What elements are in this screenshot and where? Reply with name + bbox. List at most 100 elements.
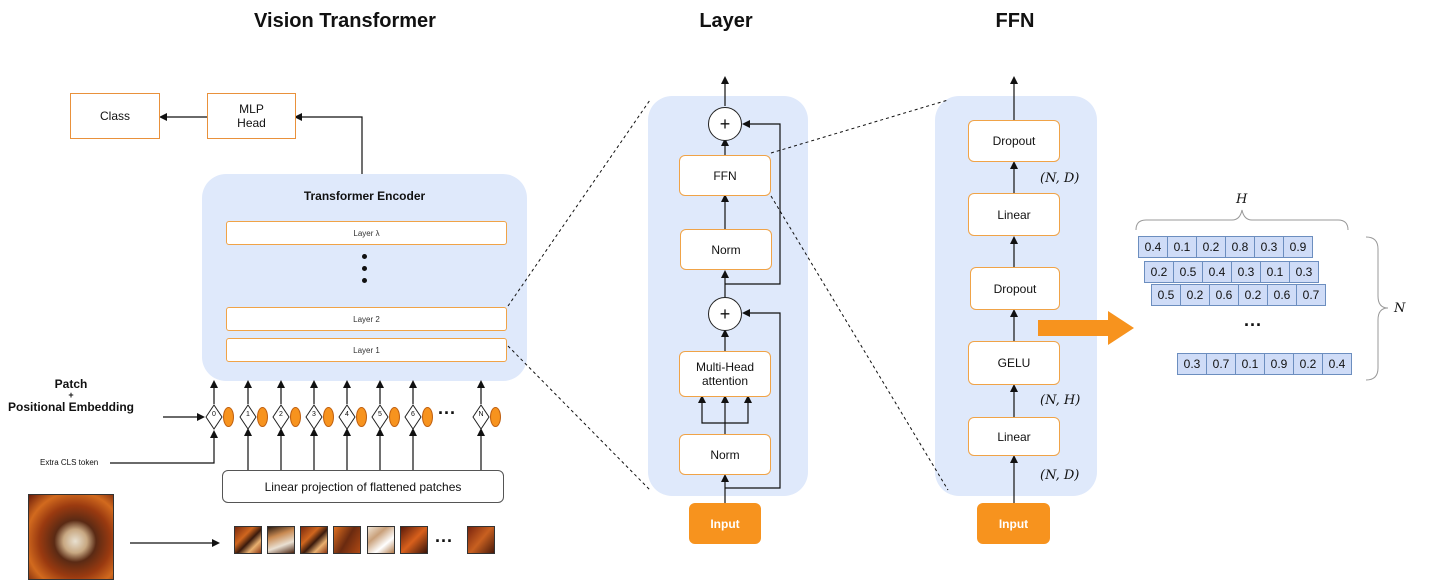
token-index: 6: [411, 411, 415, 418]
layer-ffn-box: FFN: [679, 155, 771, 196]
patch-image: [300, 526, 328, 554]
token-diamond: 1: [239, 404, 257, 430]
position-embedding: [257, 407, 268, 427]
matrix-cell: 0.4: [1202, 261, 1232, 283]
multi-head-attention-box: Multi-Head attention: [679, 351, 771, 397]
matrix-cell: 0.7: [1296, 284, 1326, 306]
position-embedding: [389, 407, 400, 427]
patch-label-line1: Patch: [54, 377, 88, 391]
ffn-dropout-top-box: Dropout: [968, 120, 1060, 162]
patch-label-line2: +: [68, 390, 74, 400]
patch-label: Patch + Positional Embedding: [0, 377, 142, 414]
patch-ellipsis: ...: [435, 526, 454, 546]
matrix-cell: 0.2: [1180, 284, 1210, 306]
matrix-cell: 0.2: [1238, 284, 1268, 306]
token-diamond: 3: [305, 404, 323, 430]
cls-token-label: Extra CLS token: [40, 458, 99, 467]
patch-image: [234, 526, 262, 554]
matrix-cell: 0.1: [1167, 236, 1197, 258]
layer-input-button: Input: [689, 503, 761, 544]
layer-norm-top-box: Norm: [680, 229, 772, 270]
patch-label-line3: Positional Embedding: [7, 400, 134, 414]
patch-image: [400, 526, 428, 554]
matrix-cell: 0.9: [1283, 236, 1313, 258]
matrix-cell: 0.3: [1177, 353, 1207, 375]
mlp-head-line2: Head: [237, 116, 266, 130]
mlp-head-line1: MLP: [239, 102, 264, 116]
matrix-n-label: N: [1394, 301, 1406, 316]
dog-image: [28, 494, 114, 580]
position-embedding: [356, 407, 367, 427]
matrix-cell: 0.5: [1173, 261, 1203, 283]
shape-nh: (N, H): [1040, 393, 1081, 408]
position-embedding: [223, 407, 234, 427]
token-diamond: 6: [404, 404, 422, 430]
matrix-ellipsis: ...: [1244, 310, 1263, 330]
matrix-cell: 0.2: [1293, 353, 1323, 375]
matrix-cell: 0.7: [1206, 353, 1236, 375]
token-diamond: N: [472, 404, 490, 430]
token-ellipsis: ...: [438, 398, 457, 418]
matrix-cell: 0.1: [1235, 353, 1265, 375]
matrix-cell: 0.3: [1231, 261, 1261, 283]
position-embedding: [323, 407, 334, 427]
token-index: 0: [212, 411, 216, 418]
matrix-cell: 0.4: [1138, 236, 1168, 258]
matrix-cell: 0.3: [1289, 261, 1319, 283]
token-diamond: 2: [272, 404, 290, 430]
matrix-cell: 0.4: [1322, 353, 1352, 375]
matrix-cell: 0.6: [1209, 284, 1239, 306]
matrix-cell: 0.6: [1267, 284, 1297, 306]
linear-projection-box: Linear projection of flattened patches: [222, 470, 504, 503]
mlp-head-box: MLP Head: [207, 93, 296, 139]
encoder-layer-top: Layer λ: [226, 221, 507, 245]
patch-image: [267, 526, 295, 554]
mha-line2: attention: [701, 374, 749, 388]
add-top-circle: +: [708, 107, 742, 141]
patch-image: [467, 526, 495, 554]
ffn-input-button: Input: [977, 503, 1050, 544]
token-index: 5: [378, 411, 382, 418]
token-diamond: 4: [338, 404, 356, 430]
layer-norm-bottom-box: Norm: [679, 434, 771, 475]
matrix-cell: 0.3: [1254, 236, 1284, 258]
position-embedding: [422, 407, 433, 427]
token-diamond: 5: [371, 404, 389, 430]
token-index: 4: [345, 411, 349, 418]
token-index: 1: [246, 411, 250, 418]
mha-line1: Multi-Head: [695, 360, 755, 374]
encoder-layer-1: Layer 1: [226, 338, 507, 362]
token-index: N: [478, 411, 484, 418]
vertical-dots: [362, 254, 368, 283]
token-index: 3: [312, 411, 316, 418]
ffn-linear-top-box: Linear: [968, 193, 1060, 236]
encoder-title: Transformer Encoder: [303, 189, 426, 203]
patch-image: [367, 526, 395, 554]
matrix-cell: 0.2: [1196, 236, 1226, 258]
matrix-h-label: H: [1236, 192, 1248, 207]
vit-title: Vision Transformer: [254, 10, 436, 32]
matrix-cell: 0.1: [1260, 261, 1290, 283]
class-box: Class: [70, 93, 160, 139]
shape-nd-bottom: (N, D): [1040, 468, 1080, 483]
token-diamond: 0: [205, 404, 223, 430]
matrix-cell: 0.5: [1151, 284, 1181, 306]
ffn-title: FFN: [995, 10, 1035, 32]
matrix-cell: 0.8: [1225, 236, 1255, 258]
token-index: 2: [279, 411, 283, 418]
patch-image: [333, 526, 361, 554]
matrix-cell: 0.2: [1144, 261, 1174, 283]
ffn-dropout-mid-box: Dropout: [970, 267, 1060, 310]
add-mid-circle: +: [708, 297, 742, 331]
position-embedding: [290, 407, 301, 427]
shape-nd-top: (N, D): [1040, 171, 1080, 186]
matrix-cell: 0.9: [1264, 353, 1294, 375]
ffn-linear-bottom-box: Linear: [968, 417, 1060, 456]
ffn-gelu-box: GELU: [968, 341, 1060, 385]
layer-title: Layer: [699, 10, 753, 32]
position-embedding: [490, 407, 501, 427]
